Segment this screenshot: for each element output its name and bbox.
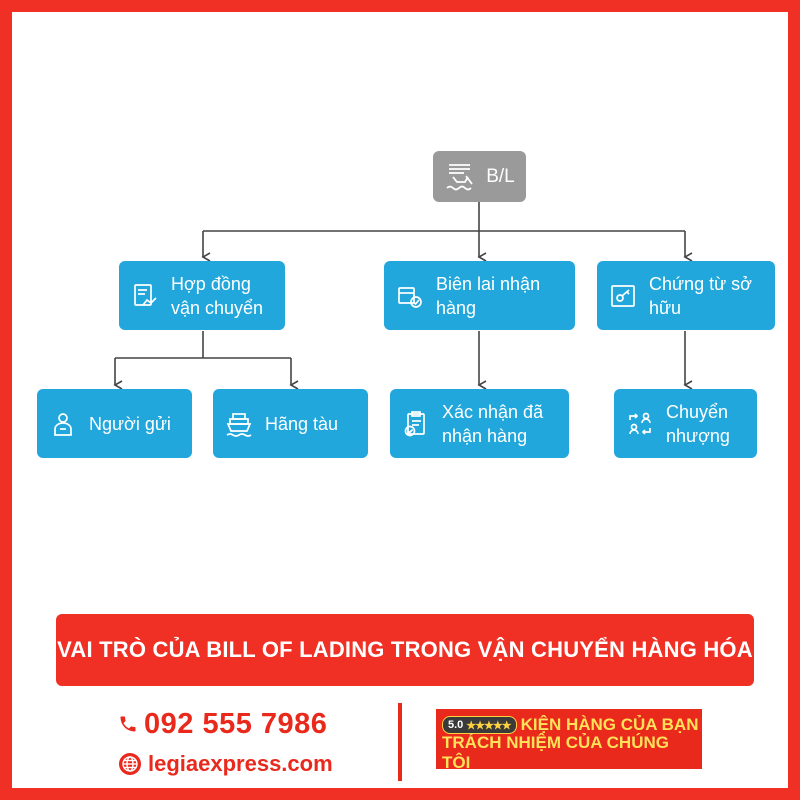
node-carrier: Hãng tàu	[213, 389, 368, 458]
rating-stars: ★★★★★	[466, 719, 511, 732]
key-certificate-icon	[607, 280, 639, 312]
node-transfer: Chuyển nhượng	[614, 389, 757, 458]
node-sender: Người gửi	[37, 389, 192, 458]
slogan-line2: TRÁCH NHIỆM CỦA CHÚNG TÔI	[442, 733, 669, 772]
phone-row[interactable]: 092 555 7986	[118, 704, 378, 744]
slogan-line1: KIỆN HÀNG CỦA BẠN	[520, 715, 699, 734]
node-contract: Hợp đồng vận chuyển	[119, 261, 285, 330]
cargo-ship-icon	[223, 408, 255, 440]
title-banner: VAI TRÒ CỦA BILL OF LADING TRONG VẬN CHU…	[56, 614, 754, 686]
globe-icon	[118, 752, 148, 776]
transfer-people-icon	[624, 408, 656, 440]
node-label: Biên lai nhận hàng	[436, 273, 541, 318]
root-node-bl: B/L	[433, 151, 526, 202]
person-icon	[47, 408, 79, 440]
node-label: Chứng từ sở hữu	[649, 273, 752, 318]
node-label: Người gửi	[89, 413, 171, 434]
root-label: B/L	[486, 165, 515, 187]
contact-divider	[398, 703, 402, 781]
rating-pill: 5.0 ★★★★★	[442, 716, 517, 734]
node-receipt: Biên lai nhận hàng	[384, 261, 575, 330]
rating-value: 5.0	[448, 719, 464, 731]
phone-number: 092 555 7986	[144, 707, 328, 740]
website-link: legiaexpress.com	[148, 751, 333, 776]
node-label: Hợp đồng vận chuyển	[171, 273, 264, 318]
website-row[interactable]: legiaexpress.com	[118, 744, 378, 784]
slogan-badge: 5.0 ★★★★★ KIỆN HÀNG CỦA BẠN TRÁCH NHIỆM …	[436, 709, 702, 772]
phone-icon	[118, 714, 144, 734]
banner-title: VAI TRÒ CỦA BILL OF LADING TRONG VẬN CHU…	[57, 637, 753, 662]
node-ownership: Chứng từ sở hữu	[597, 261, 775, 330]
contract-icon	[129, 280, 161, 312]
contact-info: 092 555 7986 legiaexpress.com	[118, 704, 378, 784]
badge-bottom-line: TRÁCH NHIỆM CỦA CHÚNG TÔI	[442, 733, 702, 772]
node-label: Xác nhận đã nhận hàng	[442, 401, 544, 446]
package-check-icon	[394, 280, 426, 312]
clipboard-check-icon	[400, 408, 432, 440]
node-label: Hãng tàu	[265, 413, 339, 434]
ship-document-icon	[444, 160, 478, 194]
node-label: Chuyển nhượng	[666, 401, 730, 446]
badge-top-line: 5.0 ★★★★★ KIỆN HÀNG CỦA BẠN	[442, 713, 698, 737]
node-confirm: Xác nhận đã nhận hàng	[390, 389, 569, 458]
